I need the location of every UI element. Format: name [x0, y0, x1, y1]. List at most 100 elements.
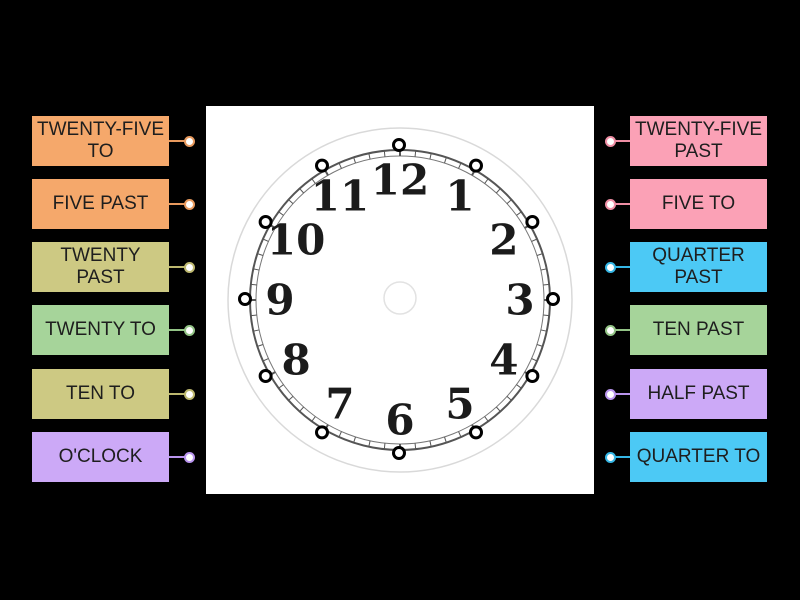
connector-knob[interactable] [184, 136, 195, 147]
connector-knob[interactable] [605, 389, 616, 400]
minute-tick [536, 344, 543, 347]
minute-tick [338, 162, 342, 169]
minute-tick [368, 153, 371, 160]
connector-line [169, 203, 187, 205]
minute-tick [278, 384, 284, 389]
minute-tick [257, 344, 264, 347]
minute-tick [257, 253, 264, 256]
connector-line [169, 329, 187, 331]
label-twenty-past[interactable]: TWENTY PAST [32, 242, 169, 292]
minute-tick [262, 358, 269, 362]
minute-tick [253, 268, 260, 271]
label-five-to[interactable]: FIVE TO [630, 179, 767, 229]
connector-knob[interactable] [605, 325, 616, 336]
clock-number: 12 [371, 156, 429, 205]
connector-line [612, 393, 630, 395]
connector-knob[interactable] [184, 262, 195, 273]
minute-tick [506, 395, 512, 401]
minute-tick [278, 211, 284, 216]
minute-tick [353, 436, 356, 443]
clock-drop-target[interactable] [392, 138, 406, 152]
minute-tick [540, 268, 547, 271]
clock-drop-target[interactable] [469, 158, 483, 173]
label-twenty-five-to[interactable]: TWENTY-FIVE TO [32, 116, 169, 166]
clock-number: 3 [505, 276, 534, 325]
label-quarter-past[interactable]: QUARTER PAST [630, 242, 767, 292]
clock-drop-target[interactable] [392, 446, 406, 460]
clock-drop-target[interactable] [238, 292, 252, 306]
minute-tick [444, 436, 447, 443]
label-half-past[interactable]: HALF PAST [630, 369, 767, 419]
clock-number: 4 [489, 336, 518, 385]
minute-tick [495, 188, 501, 194]
minute-tick [311, 178, 316, 184]
connector-knob[interactable] [605, 262, 616, 273]
minute-tick [250, 283, 257, 286]
minute-tick [383, 443, 386, 450]
minute-tick [458, 431, 462, 438]
clock-center-hub [383, 281, 417, 315]
minute-tick [338, 431, 342, 438]
clock-number: 8 [281, 336, 310, 385]
minute-tick [495, 406, 501, 412]
minute-tick [383, 150, 386, 157]
clock-drop-target[interactable] [525, 369, 540, 383]
connector-knob[interactable] [184, 389, 195, 400]
clock-number: 5 [445, 379, 474, 428]
connector-line [169, 266, 187, 268]
clock-number: 7 [325, 379, 354, 428]
minute-tick [458, 162, 462, 169]
minute-tick [262, 238, 269, 242]
minute-tick [429, 440, 432, 447]
minute-tick [543, 283, 550, 286]
clock-drop-target[interactable] [469, 425, 483, 440]
clock-drop-target[interactable] [315, 425, 329, 440]
minute-tick [299, 188, 305, 194]
clock-drop-target[interactable] [315, 158, 329, 173]
label-quarter-to[interactable]: QUARTER TO [630, 432, 767, 482]
connector-line [612, 266, 630, 268]
minute-tick [250, 314, 257, 317]
connector-line [169, 393, 187, 395]
clock-drop-targets [238, 138, 560, 460]
label-five-past[interactable]: FIVE PAST [32, 179, 169, 229]
minute-tick [288, 199, 294, 205]
label-oclock[interactable]: O'CLOCK [32, 432, 169, 482]
minute-tick [444, 157, 447, 164]
minute-tick [299, 406, 305, 412]
connector-line [169, 140, 187, 142]
minute-tick [414, 443, 417, 450]
minute-tick [288, 395, 294, 401]
clock-number: 1 [445, 172, 474, 221]
minute-tick [531, 238, 538, 242]
clock-number: 10 [267, 216, 325, 265]
minute-tick [429, 153, 432, 160]
minute-tick [311, 416, 316, 422]
connector-knob[interactable] [605, 136, 616, 147]
clock-drop-target[interactable] [546, 292, 560, 306]
connector-line [612, 329, 630, 331]
connector-knob[interactable] [184, 452, 195, 463]
clock-drop-target[interactable] [525, 215, 540, 229]
connector-knob[interactable] [184, 325, 195, 336]
minute-tick [484, 178, 489, 184]
clock-number: 2 [489, 216, 518, 265]
minute-tick [540, 329, 547, 332]
label-twenty-five-past[interactable]: TWENTY-FIVE PAST [630, 116, 767, 166]
connector-knob[interactable] [605, 452, 616, 463]
connector-line [612, 456, 630, 458]
minute-tick [353, 157, 356, 164]
minute-tick [516, 211, 522, 216]
minute-tick [253, 329, 260, 332]
clock-number: 6 [385, 396, 414, 445]
label-ten-past[interactable]: TEN PAST [630, 305, 767, 355]
label-twenty-to[interactable]: TWENTY TO [32, 305, 169, 355]
connector-knob[interactable] [184, 199, 195, 210]
clock-drop-target[interactable] [258, 215, 273, 229]
clock-drop-target[interactable] [258, 369, 273, 383]
clock-number: 11 [311, 172, 369, 221]
label-ten-to[interactable]: TEN TO [32, 369, 169, 419]
connector-knob[interactable] [605, 199, 616, 210]
